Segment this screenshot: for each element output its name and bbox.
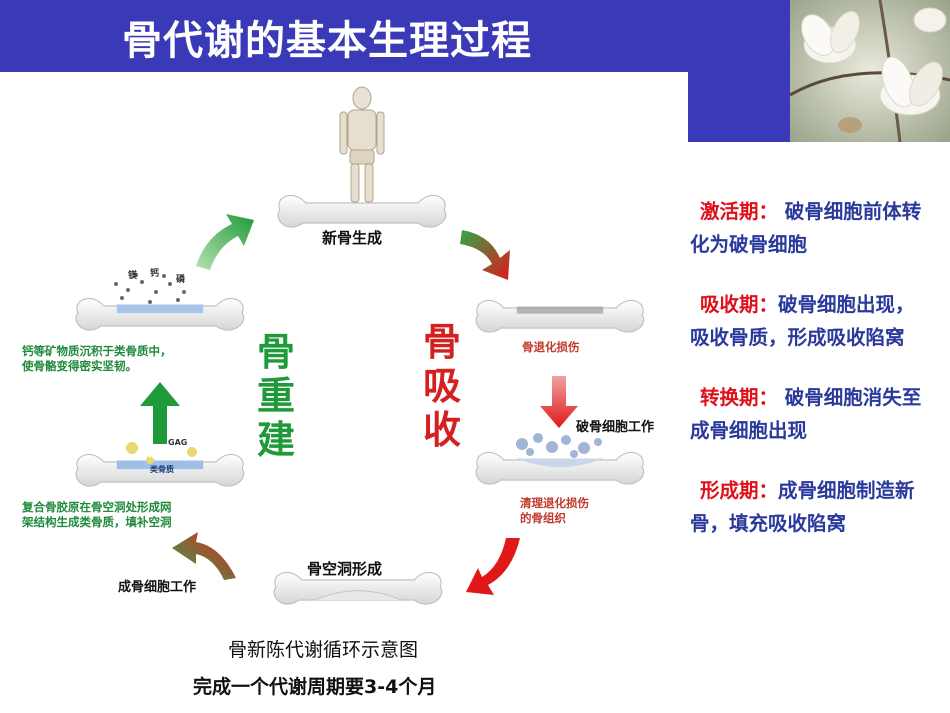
bone-degenerated: [475, 299, 645, 333]
label-mineral-line1: 钙等矿物质沉积于类骨质中，: [22, 344, 172, 358]
arrow-new-to-degeneration: [460, 230, 510, 280]
gag-cells: [126, 442, 197, 464]
label-resorption-char3: 收: [422, 408, 461, 452]
label-osteoid: 类骨质: [150, 465, 174, 474]
label-resorption-char2: 吸: [422, 364, 461, 408]
bone-mineralized: [75, 297, 245, 331]
label-collagen-ii: Collagen II: [112, 452, 154, 460]
diagram-subcaption: 完成一个代谢周期要3-4个月: [193, 676, 437, 698]
title-corner-block: [688, 72, 790, 142]
phase-reversal-name: 转换期：: [700, 386, 779, 409]
phase-activation-name: 激活期：: [700, 200, 779, 223]
phase-resorption-desc: 破骨细胞出现，吸收骨质，形成吸收陷窝: [690, 293, 915, 349]
title-bar: 骨代谢的基本生理过程: [0, 0, 790, 72]
arrow-cavity-to-osteoid: [172, 532, 236, 580]
label-cavity-formation: 骨空洞形成: [307, 560, 383, 578]
label-bone-degeneration: 骨退化损伤: [522, 340, 580, 354]
skeleton-figure: [339, 86, 385, 203]
label-osteoclast-work: 破骨细胞工作: [576, 420, 655, 435]
label-rebuild-char2: 重: [256, 374, 295, 418]
label-collagen-line1: 复合骨胶原在骨空洞处形成网: [22, 500, 172, 514]
phase-list: 激活期： 破骨细胞前体转化为破骨细胞 吸收期：破骨细胞出现，吸收骨质，形成吸收陷…: [690, 195, 930, 567]
label-osteoblast-work: 成骨细胞工作: [118, 580, 197, 595]
phase-reversal: 转换期： 破骨细胞消失至成骨细胞出现: [690, 381, 930, 447]
label-mineral-text: 钙等矿物质沉积于类骨质中， 使骨骼变得密实坚韧。: [22, 344, 172, 374]
label-clear-damaged-line1: 清理退化损伤: [520, 496, 589, 510]
label-new-bone: 新骨生成: [322, 229, 383, 247]
page-title: 骨代谢的基本生理过程: [122, 18, 532, 64]
label-collagen-text: 复合骨胶原在骨空洞处形成网 架结构生成类骨质，填补空洞: [22, 500, 172, 530]
arrow-degeneration-to-cleaning: [540, 376, 578, 428]
label-mineral-line2: 使骨骼变得密实坚韧。: [22, 359, 137, 373]
label-resorption-char1: 骨: [422, 320, 461, 364]
bone-metabolism-diagram: 新骨生成 骨退化损伤 破骨细胞工作 清理退化损伤 的骨组织 骨空洞形成 成骨细胞…: [0, 80, 690, 713]
phase-activation: 激活期： 破骨细胞前体转化为破骨细胞: [690, 195, 930, 261]
diagram-caption: 骨新陈代谢循环示意图: [228, 639, 419, 661]
arrow-osteoid-to-mineral: [140, 382, 180, 444]
bone-cleaning: [475, 451, 645, 485]
label-mineral-tag-p: 磷: [176, 275, 186, 285]
label-rebuild-char3: 建: [256, 418, 295, 462]
label-clear-damaged-line2: 的骨组织: [520, 511, 566, 525]
phase-resorption-name: 吸收期：: [700, 293, 779, 316]
phase-activation-desc: 破骨细胞前体转化为破骨细胞: [690, 200, 922, 256]
label-clear-damaged: 清理退化损伤 的骨组织: [520, 496, 589, 526]
phase-formation: 形成期：成骨细胞制造新骨，填充吸收陷窝: [690, 474, 930, 540]
phase-formation-name: 形成期：: [700, 479, 779, 502]
bone-osteoid: [75, 453, 245, 487]
label-mineral-tag-ca: 钙: [150, 269, 160, 279]
label-collagen-line2: 架结构生成类骨质，填补空洞: [22, 515, 172, 529]
arrow-mineral-to-new: [196, 214, 254, 270]
label-gag: GAG: [168, 438, 188, 447]
mineral-dots: [114, 273, 186, 304]
bone-cavity: [273, 571, 443, 605]
label-rebuild-char1: 骨: [256, 330, 295, 374]
label-bone-resorption: 骨 吸 收: [420, 320, 464, 452]
phase-formation-desc: 成骨细胞制造新骨，填充吸收陷窝: [690, 479, 915, 535]
phase-resorption: 吸收期：破骨细胞出现，吸收骨质，形成吸收陷窝: [690, 288, 930, 354]
label-mineral-tag-mg: 镁: [128, 271, 138, 281]
bone-new: [277, 194, 447, 228]
phase-reversal-desc: 破骨细胞消失至成骨细胞出现: [690, 386, 922, 442]
arrow-cleaning-to-cavity: [466, 538, 520, 595]
osteoclast-cells: [516, 433, 602, 458]
label-bone-rebuild: 骨 重 建: [254, 330, 298, 462]
magnolia-photo: [790, 0, 950, 142]
